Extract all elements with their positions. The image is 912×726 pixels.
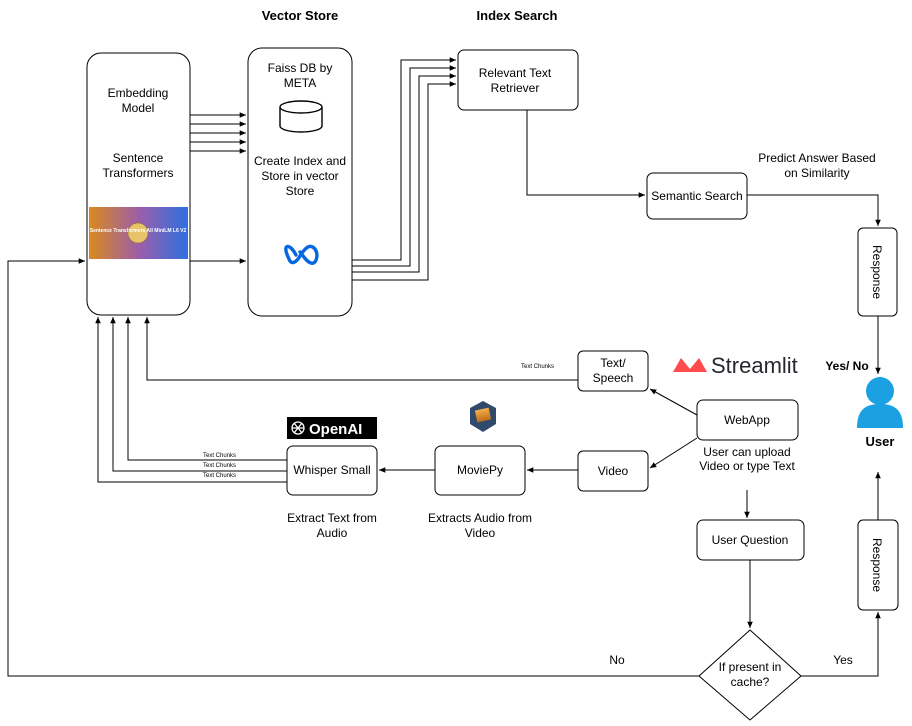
edge-cache-yes-to-response: [801, 612, 881, 677]
user-icon: [857, 377, 903, 428]
edge-faiss-to-retriever-2: [352, 65, 456, 267]
edge-whisper-to-embedding-2: [110, 317, 287, 472]
semantic-search-label: Semantic Search: [651, 189, 742, 203]
no-label: No: [609, 653, 625, 667]
edge-whisper-to-embedding-3: [95, 317, 287, 483]
predict-answer-label-2: on Similarity: [784, 166, 849, 180]
edge-faiss-to-retriever-3: [352, 73, 456, 273]
text-chunks-label: Text Chunks: [521, 364, 554, 370]
response-bottom-node[interactable]: Response: [857, 519, 899, 611]
create-index-label-2: Store in vector: [261, 169, 338, 183]
openai-label: OpenAI: [309, 421, 362, 438]
create-index-label-1: Create Index and: [254, 154, 346, 168]
relevant-text-retriever-node[interactable]: Relevant Text Retriever: [457, 49, 579, 111]
extracts-audio-label-2: Video: [465, 526, 496, 540]
text-speech-node[interactable]: Text/ Speech: [577, 350, 649, 392]
extract-text-label-1: Extract Text from: [287, 511, 377, 525]
openai-logo: OpenAI: [287, 417, 377, 439]
yes-label: Yes: [833, 653, 853, 667]
embedding-model-label-2: Model: [122, 101, 155, 115]
user-label: User: [866, 434, 895, 449]
text-chunks-small-2: Text Chunks: [203, 463, 236, 469]
embedding-model-node[interactable]: Embedding Model Sentence Transformers Se…: [86, 52, 191, 316]
streamlit-label: Streamlit: [711, 353, 798, 378]
webapp-node[interactable]: WebApp: [696, 399, 799, 441]
edge-faiss-to-retriever-4: [352, 81, 456, 281]
extracts-audio-label-1: Extracts Audio from: [428, 511, 532, 525]
banner-text: Sentence Transformers All MiniLM L6 V2: [90, 228, 187, 234]
edge-webapp-to-text-speech: [649, 388, 698, 416]
cache-decision-label-1: If present in: [719, 660, 782, 674]
create-index-label-3: Store: [286, 184, 315, 198]
whisper-small-label: Whisper Small: [293, 463, 370, 477]
moviepy-badge-icon: [470, 401, 496, 432]
openai-icon: [291, 421, 305, 435]
text-chunks-small-3: Text Chunks: [203, 473, 236, 479]
edge-webapp-to-video: [649, 437, 698, 469]
sentence-transformers-banner: Sentence Transformers All MiniLM L6 V2: [89, 207, 188, 259]
response-top-label: Response: [870, 245, 884, 299]
sentence-transformers-label-2: Transformers: [103, 166, 174, 180]
header-vector-store: Vector Store: [262, 8, 339, 23]
embedding-model-label-1: Embedding: [108, 86, 169, 100]
streamlit-icon: [673, 358, 707, 372]
user-upload-label-1: User can upload: [703, 445, 790, 459]
edge-cache-no-to-embedding: [7, 258, 699, 677]
user-upload-label-2: Video or type Text: [699, 459, 795, 473]
text-speech-label-2: Speech: [593, 371, 634, 385]
edge-faiss-to-retriever-1: [352, 57, 456, 261]
predict-answer-label-1: Predict Answer Based: [758, 151, 875, 165]
database-icon: [279, 100, 323, 133]
response-top-node[interactable]: Response: [857, 227, 898, 317]
text-speech-label-1: Text/: [600, 356, 626, 370]
video-label: Video: [598, 464, 629, 478]
streamlit-logo: Streamlit: [673, 353, 798, 378]
whisper-small-node[interactable]: Whisper Small: [286, 445, 378, 496]
user-question-label: User Question: [712, 533, 789, 547]
retriever-label-1: Relevant Text: [479, 66, 552, 80]
response-bottom-label: Response: [870, 538, 884, 592]
webapp-label: WebApp: [724, 413, 770, 427]
edge-whisper-to-embedding-1: [125, 317, 287, 461]
retriever-label-2: Retriever: [491, 81, 540, 95]
edge-text-speech-to-embedding: [144, 317, 578, 381]
extract-text-label-2: Audio: [317, 526, 348, 540]
edge-retriever-to-semantic: [526, 110, 645, 198]
sentence-transformers-label-1: Sentence: [113, 151, 164, 165]
cache-decision-node[interactable]: If present in cache?: [698, 629, 802, 721]
faiss-label-2: META: [284, 76, 316, 90]
video-node[interactable]: Video: [577, 450, 649, 492]
faiss-label-1: Faiss DB by: [268, 61, 333, 75]
faiss-store-node[interactable]: Faiss DB by META Create Index and Store …: [247, 47, 353, 317]
meta-logo-icon: [284, 244, 319, 265]
semantic-search-node[interactable]: Semantic Search: [646, 172, 748, 220]
user-question-node[interactable]: User Question: [696, 519, 805, 561]
cache-decision-label-2: cache?: [731, 675, 770, 689]
moviepy-node[interactable]: MoviePy: [434, 445, 526, 496]
moviepy-label: MoviePy: [457, 463, 503, 477]
edge-semantic-to-response: [747, 194, 881, 226]
yes-no-label: Yes/ No: [825, 359, 868, 373]
text-chunks-small-1: Text Chunks: [203, 453, 236, 459]
header-index-search: Index Search: [477, 8, 558, 23]
